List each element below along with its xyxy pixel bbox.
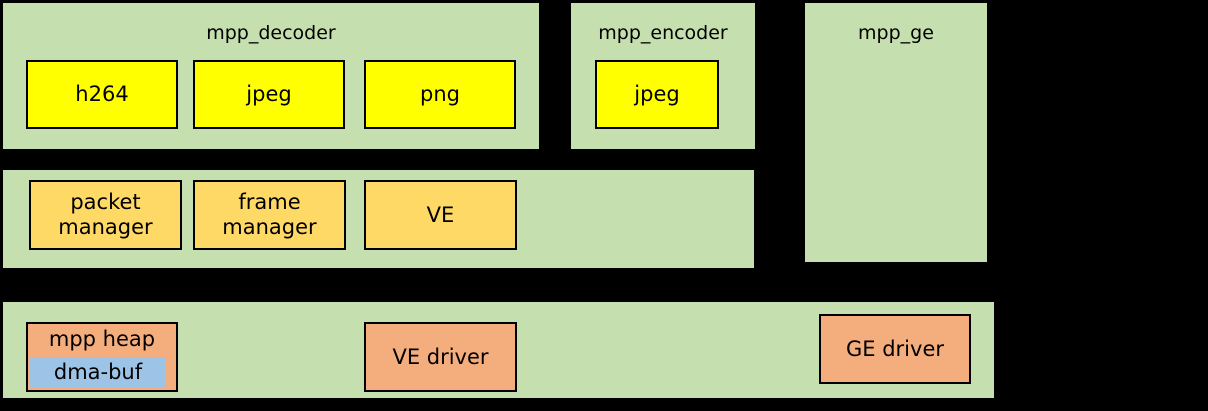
group-title-mpp-encoder: mpp_encoder — [598, 22, 728, 44]
box-frame-manager[interactable]: frame manager — [193, 180, 346, 250]
box-decoder-jpeg[interactable]: jpeg — [193, 60, 345, 129]
box-label-packet-manager-line1: packet — [70, 190, 141, 214]
box-label-frame-manager-line2: manager — [222, 215, 317, 239]
box-h264[interactable]: h264 — [26, 60, 178, 129]
box-ve[interactable]: VE — [364, 180, 517, 250]
group-title-mpp-decoder: mpp_decoder — [206, 22, 336, 44]
box-png[interactable]: png — [364, 60, 516, 129]
box-ve-driver[interactable]: VE driver — [364, 322, 517, 392]
box-label-ge-driver: GE driver — [846, 336, 944, 361]
box-packet-manager[interactable]: packet manager — [29, 180, 182, 250]
group-mpp-ge: mpp_ge — [805, 3, 987, 262]
box-label-mpp-heap: mpp heap — [48, 327, 156, 351]
box-label-png: png — [420, 82, 460, 106]
group-title-mpp-ge: mpp_ge — [858, 22, 934, 44]
box-label-dma-buf: dma-buf — [53, 360, 143, 384]
box-label-ve: VE — [426, 202, 455, 227]
box-label-frame-manager-line1: frame — [238, 190, 301, 214]
box-dma-buf[interactable]: dma-buf — [30, 357, 166, 388]
box-ge-driver[interactable]: GE driver — [819, 314, 971, 384]
box-label-ve-driver: VE driver — [392, 344, 489, 369]
box-label-decoder-jpeg: jpeg — [246, 82, 292, 106]
box-label-h264: h264 — [75, 82, 129, 106]
box-mpp-heap[interactable]: mpp heap dma-buf — [26, 322, 178, 392]
box-encoder-jpeg[interactable]: jpeg — [595, 60, 719, 129]
box-label-encoder-jpeg: jpeg — [634, 82, 680, 106]
box-label-packet-manager-line2: manager — [58, 215, 153, 239]
